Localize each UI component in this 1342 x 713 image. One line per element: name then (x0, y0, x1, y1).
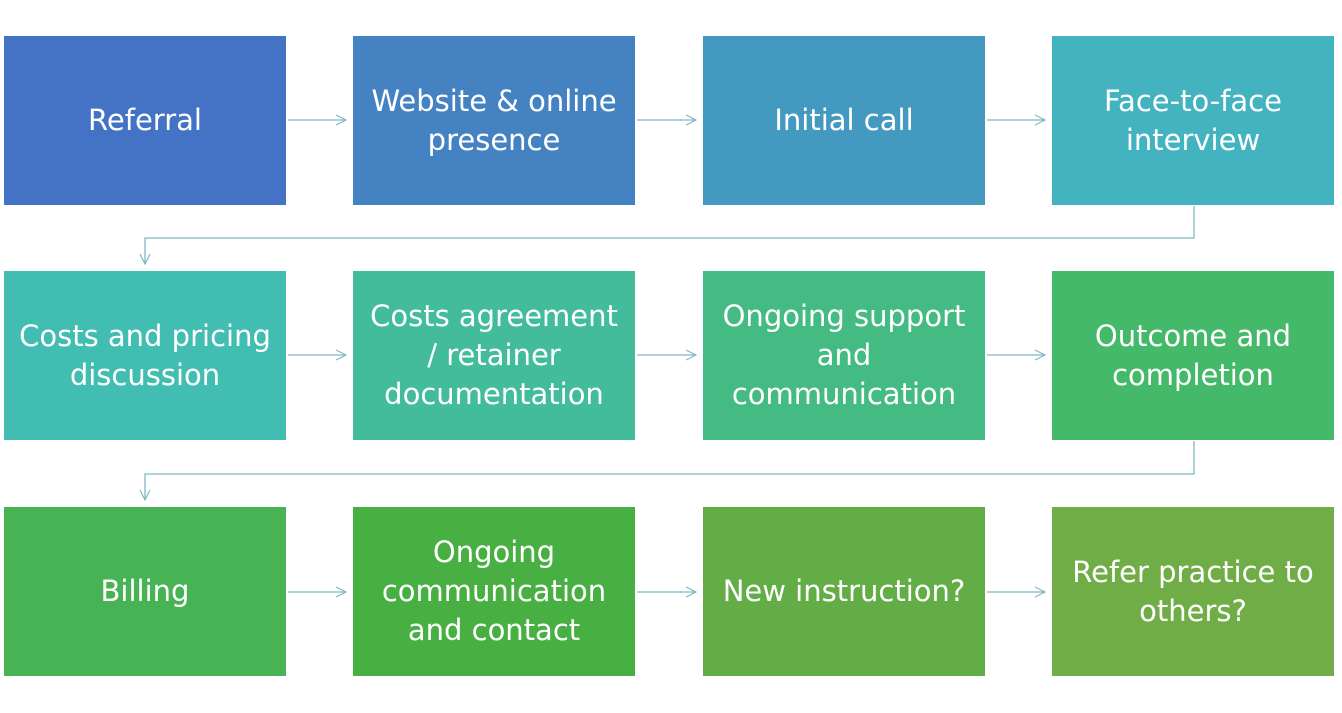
step-ongoing-communication-contact: Ongoing communication and contact (353, 507, 635, 676)
step-label: Website & online presence (371, 83, 617, 157)
arrow-8-9 (145, 441, 1195, 500)
arrow-4-5 (145, 206, 1195, 264)
step-label: Billing (100, 574, 190, 608)
step-label: Initial call (774, 103, 914, 137)
step-costs-agreement-documentation: Costs agreement / retainer documentation (353, 271, 635, 440)
step-label: Ongoing support and communication (722, 299, 966, 411)
step-face-to-face-interview: Face-to-face interview (1052, 36, 1334, 205)
step-website-online-presence: Website & online presence (353, 36, 635, 205)
step-label: New instruction? (722, 574, 966, 608)
step-costs-pricing-discussion: Costs and pricing discussion (4, 271, 286, 440)
step-referral: Referral (4, 36, 286, 205)
step-refer-practice: Refer practice to others? (1052, 507, 1334, 676)
step-new-instruction: New instruction? (703, 507, 985, 676)
step-label: Ongoing communication and contact (381, 535, 607, 647)
step-label: Costs and pricing discussion (19, 318, 271, 392)
step-label: Costs agreement / retainer documentation (370, 299, 618, 411)
step-outcome-completion: Outcome and completion (1052, 271, 1334, 440)
step-label: Outcome and completion (1094, 318, 1292, 392)
step-label: Face-to-face interview (1104, 83, 1282, 157)
step-label: Referral (88, 103, 202, 137)
step-label: Refer practice to others? (1072, 554, 1314, 628)
step-initial-call: Initial call (703, 36, 985, 205)
step-billing: Billing (4, 507, 286, 676)
step-ongoing-support-communication: Ongoing support and communication (703, 271, 985, 440)
